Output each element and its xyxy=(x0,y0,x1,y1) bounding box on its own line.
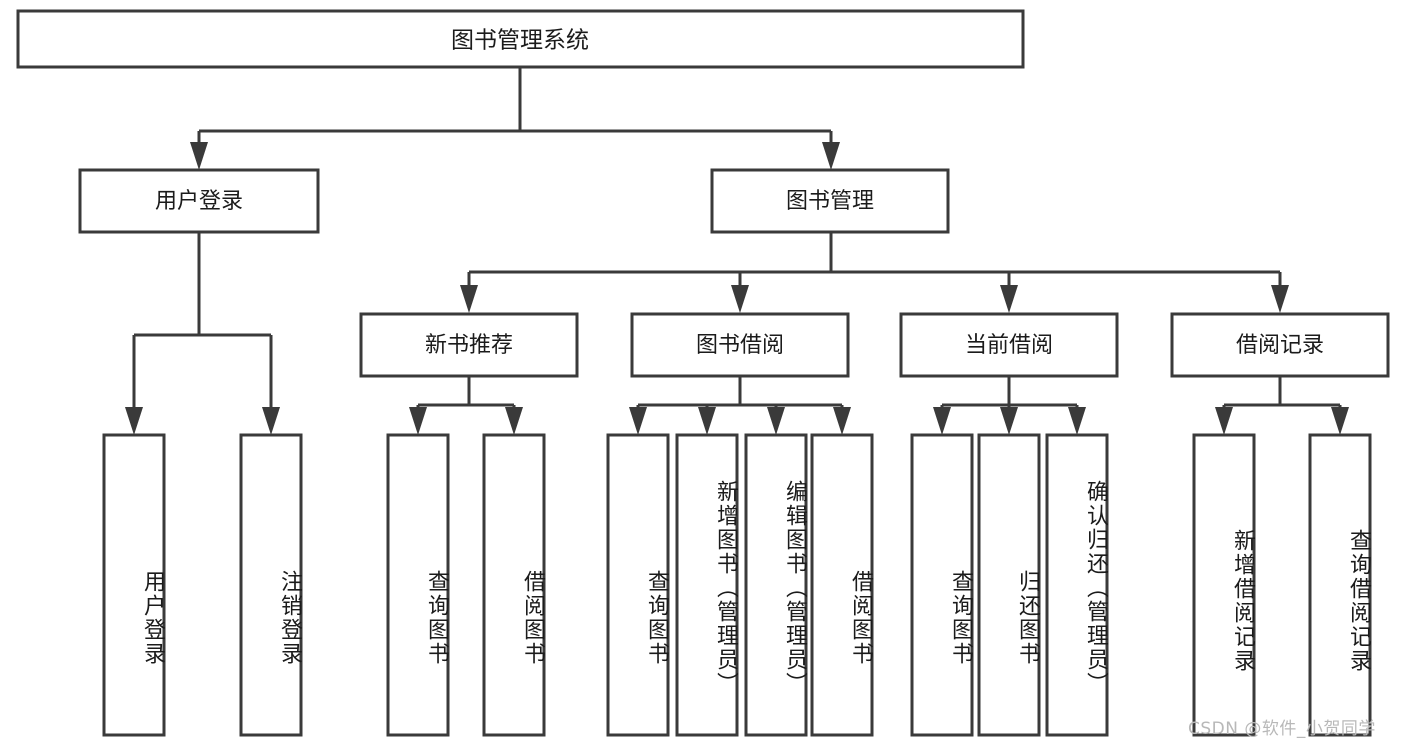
node-borrow-record-label: 借阅记录 xyxy=(1236,333,1324,358)
leaf-box-book-borrow-0[interactable] xyxy=(606,433,670,737)
leaf-box-book-borrow-2[interactable] xyxy=(744,433,808,737)
node-book-management-label: 图书管理 xyxy=(786,189,874,214)
leaf-box-new-book-1[interactable] xyxy=(482,433,546,737)
arrow-new-book-c2 xyxy=(505,407,523,435)
leaf-box-new-book-0[interactable] xyxy=(386,433,450,737)
arrow-book-borrow-c3 xyxy=(767,407,785,435)
leaf-box-current-borrow-2[interactable] xyxy=(1045,433,1109,737)
node-user-login-box[interactable] xyxy=(78,168,320,234)
arrow-book-borrow-c1 xyxy=(629,407,647,435)
arrow-book-mgmt-c1 xyxy=(460,285,478,313)
leaf-box-current-borrow-1[interactable] xyxy=(977,433,1041,737)
arrow-root-to-user-login xyxy=(190,142,208,170)
node-root-system[interactable]: 图书管理系统 xyxy=(16,9,1025,69)
node-new-book-recommend-box[interactable] xyxy=(359,312,579,378)
arrow-current-borrow-c2 xyxy=(1000,407,1018,435)
arrow-book-mgmt-c3 xyxy=(1000,285,1018,313)
arrow-root-to-book-mgmt xyxy=(822,142,840,170)
leaf-box-book-borrow-1[interactable] xyxy=(675,433,739,737)
arrow-book-borrow-c4 xyxy=(833,407,851,435)
node-book-borrow[interactable]: 图书借阅 xyxy=(630,312,850,378)
csdn-watermark: CSDN @软件_小贺同学 xyxy=(1188,719,1376,739)
leaf-box-current-borrow-0[interactable] xyxy=(910,433,974,737)
leaf-box-user-login-0[interactable] xyxy=(102,433,166,737)
arrow-user-login-c2 xyxy=(262,407,280,435)
node-new-book-recommend[interactable]: 新书推荐 xyxy=(359,312,579,378)
node-new-book-recommend-label: 新书推荐 xyxy=(425,333,513,358)
node-current-borrow-label: 当前借阅 xyxy=(965,333,1053,358)
node-borrow-record[interactable]: 借阅记录 xyxy=(1170,312,1390,378)
node-user-login-label: 用户登录 xyxy=(155,189,243,214)
arrow-borrow-record-c2 xyxy=(1331,407,1349,435)
node-current-borrow[interactable]: 当前借阅 xyxy=(899,312,1119,378)
node-layer: 图书管理系统 用户登录 图书管理 新书推荐 图书借阅 当前 xyxy=(16,9,1390,737)
node-book-borrow-box[interactable] xyxy=(630,312,850,378)
arrow-book-borrow-c2 xyxy=(698,407,716,435)
arrow-borrow-record-c1 xyxy=(1215,407,1233,435)
node-book-management-box[interactable] xyxy=(710,168,950,234)
arrow-book-mgmt-c2 xyxy=(731,285,749,313)
leaf-box-borrow-record-1[interactable] xyxy=(1308,433,1372,737)
node-book-management[interactable]: 图书管理 xyxy=(710,168,950,234)
arrow-book-mgmt-c4 xyxy=(1271,285,1289,313)
leaf-box-borrow-record-0[interactable] xyxy=(1192,433,1256,737)
node-borrow-record-box[interactable] xyxy=(1170,312,1390,378)
node-root-system-box[interactable] xyxy=(16,9,1025,69)
node-user-login[interactable]: 用户登录 xyxy=(78,168,320,234)
arrow-current-borrow-c3 xyxy=(1068,407,1086,435)
arrow-new-book-c1 xyxy=(409,407,427,435)
node-book-borrow-label: 图书借阅 xyxy=(696,333,784,358)
leaf-box-user-login-1[interactable] xyxy=(239,433,303,737)
connector-layer xyxy=(125,67,1349,435)
node-root-system-label: 图书管理系统 xyxy=(451,28,589,54)
arrow-user-login-c1 xyxy=(125,407,143,435)
node-current-borrow-box[interactable] xyxy=(899,312,1119,378)
arrow-current-borrow-c1 xyxy=(933,407,951,435)
leaf-box-book-borrow-3[interactable] xyxy=(810,433,874,737)
